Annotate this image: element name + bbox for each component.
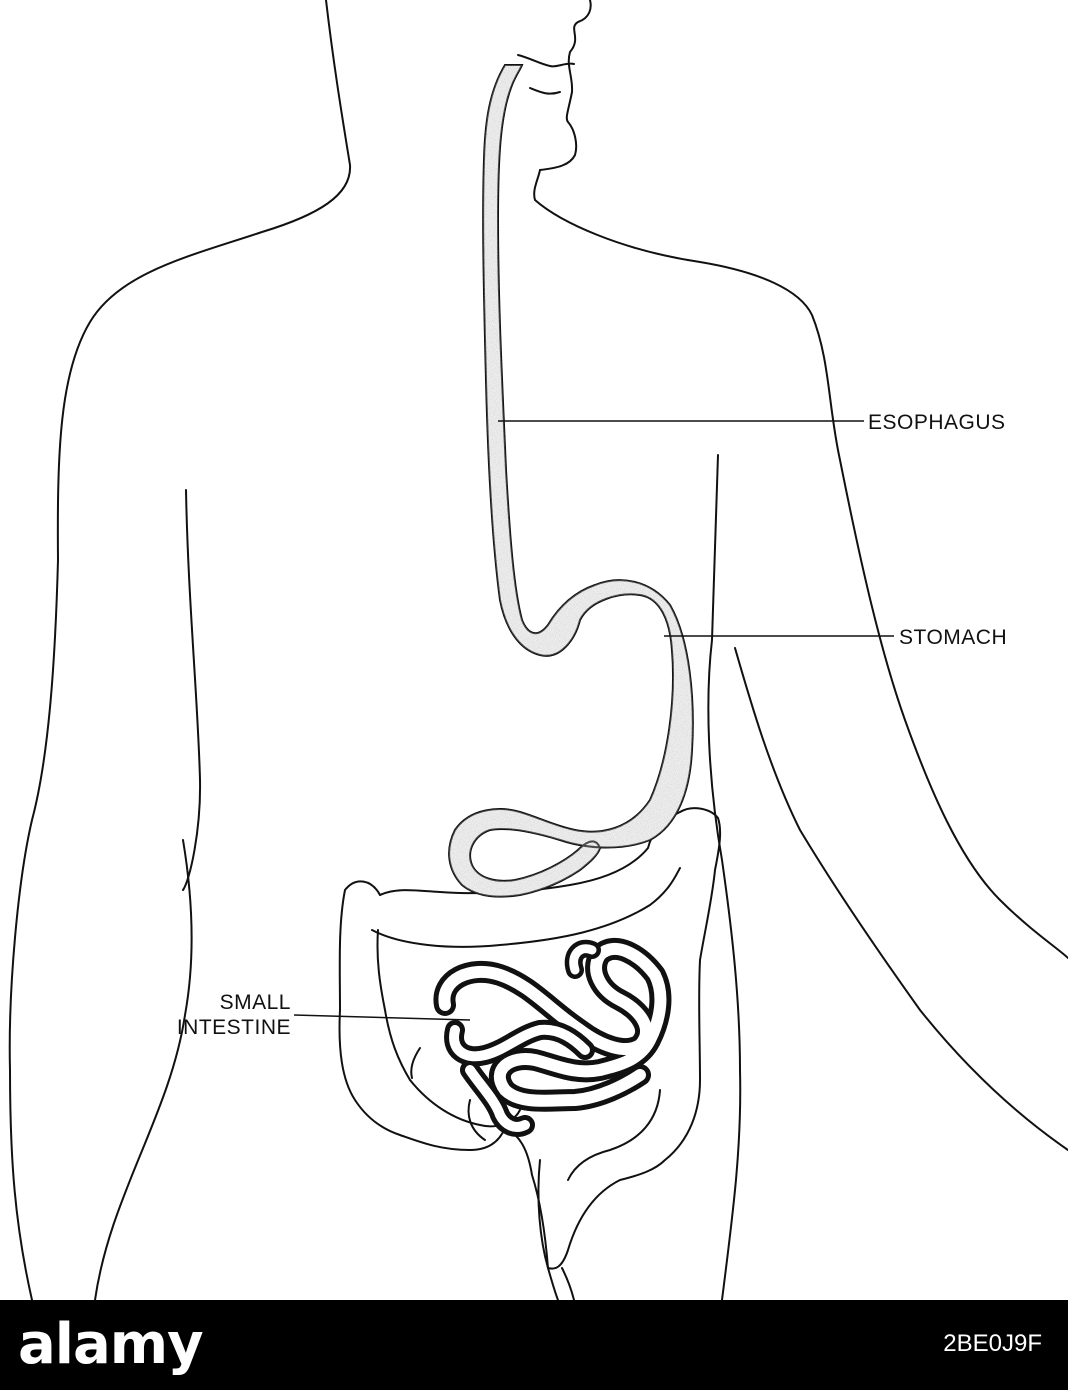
stomach-label: STOMACH [899,626,1008,649]
esophagus-label: ESOPHAGUS [868,411,1006,434]
left-torso-side [182,489,202,891]
rectum [537,1159,549,1269]
cecum-fold [410,1047,421,1079]
mouth-line [517,54,575,68]
right-arm-inner [734,647,1068,1151]
colon-inner-top [371,867,681,948]
small-intestine-leader [293,1014,471,1021]
small-intestine-label-line1: SMALL [219,991,291,1014]
intestine-coil-2-inner [449,1024,590,1132]
colon-inner-right [567,1089,661,1181]
chin-line [529,87,561,95]
stomach-shading [449,65,693,897]
small-intestine-coils [433,938,672,1137]
stomach-group [448,64,694,898]
colon-inner-left [376,929,411,1081]
intestine-coil-3-inner [569,944,597,975]
colon-outline [338,807,722,1270]
watermark-bar: alamy 2BE0J9F [0,1300,1068,1390]
small-intestine-label: SMALL INTESTINE [150,990,291,1040]
leader-lines [293,420,894,1021]
right-torso-side [707,454,742,1301]
face-profile [539,0,592,171]
appendix [467,1099,486,1141]
left-arm-inner [94,839,193,1301]
body-outline [8,0,1068,1301]
intestine-coil-inner [438,943,667,1107]
digestive-system-diagram: ESOPHAGUS STOMACH SMALL INTESTINE [8,0,1068,1301]
neck-right [533,169,1068,959]
image-id: 2BE0J9F [943,1330,1042,1357]
small-intestine-label-line2: INTESTINE [176,1016,291,1039]
alamy-logo: alamy [18,1312,204,1377]
groin-line-2 [561,1267,575,1301]
diagram-illustration [8,0,1068,1301]
groin-line [547,1267,559,1301]
body-left-contour [8,0,352,1301]
